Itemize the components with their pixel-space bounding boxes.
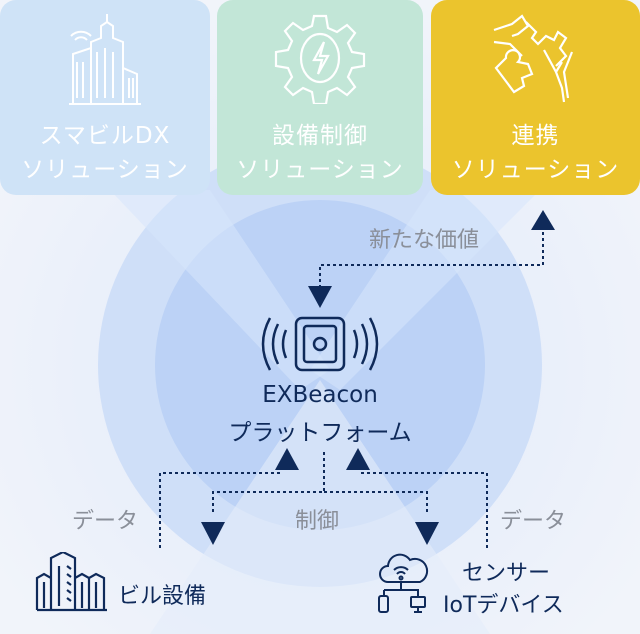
building-icon	[35, 552, 107, 612]
arrow-up	[531, 210, 555, 230]
arrow-down	[308, 286, 332, 308]
new-value-label: 新たな価値	[369, 228, 480, 253]
cloud-devices-icon	[378, 553, 429, 613]
puzzle-hands-icon	[493, 14, 573, 103]
platform-name: EXBeacon	[262, 382, 378, 408]
gear-lightning-icon	[274, 14, 366, 104]
arrow-down	[201, 522, 225, 545]
data-label-left: データ	[72, 509, 139, 534]
beacon-icon	[261, 316, 379, 372]
card-title-line1: スマビルDX	[39, 123, 171, 149]
card-equipment-control[interactable]: 設備制御 ソリューション	[217, 0, 423, 195]
card-title-line2: ソリューション	[451, 157, 620, 183]
arrow-up	[275, 448, 299, 470]
arrow-down	[415, 522, 439, 545]
control-label: 制御	[295, 509, 340, 534]
card-title-line2: ソリューション	[21, 157, 189, 183]
smart-building-icon	[69, 14, 141, 105]
card-title-line1: 設備制御	[272, 123, 368, 149]
iot-device-label: IoTデバイス	[443, 593, 564, 618]
card-title-line1: 連携	[511, 123, 560, 149]
data-label-right: データ	[500, 509, 567, 534]
card-title-line2: ソリューション	[236, 157, 404, 183]
platform-subtitle: プラットフォーム	[228, 420, 412, 446]
card-integration[interactable]: 連携 ソリューション	[431, 0, 640, 195]
sensor-label: センサー	[462, 561, 551, 586]
arrow-up	[346, 448, 370, 470]
building-equipment-label: ビル設備	[118, 584, 207, 609]
card-smart-building-dx[interactable]: スマビルDX ソリューション	[0, 0, 210, 195]
